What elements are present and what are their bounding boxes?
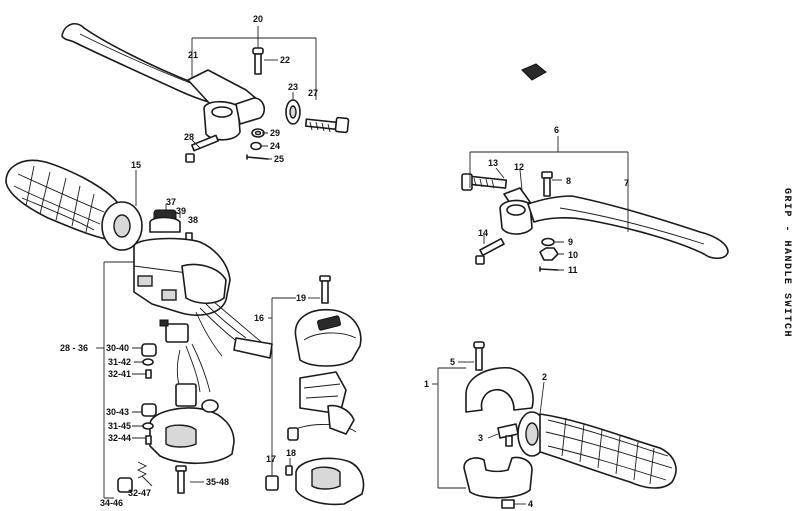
- right-grip-2: [517, 411, 677, 489]
- center-switch-assembly: [265, 275, 365, 506]
- label-35-48: 35-48: [206, 477, 229, 487]
- brake-lever-group: [461, 63, 729, 272]
- pivot-bolt-14: [475, 237, 505, 265]
- label-13: 13: [488, 158, 498, 168]
- left-switch-leader-lines: [96, 204, 204, 499]
- label-12: 12: [514, 162, 524, 172]
- screw-11: [539, 266, 559, 272]
- label-32-41: 32-41: [108, 369, 131, 379]
- pin-18: [285, 465, 293, 476]
- nut-10: [539, 247, 559, 261]
- label-8: 8: [566, 176, 571, 186]
- label-39: 39: [176, 206, 186, 216]
- label-22: 22: [280, 55, 290, 65]
- label-18: 18: [286, 448, 296, 458]
- label-19: 19: [296, 293, 306, 303]
- label-1: 1: [424, 379, 429, 389]
- left-handle-switch: [117, 209, 273, 494]
- label-27: 27: [308, 88, 318, 98]
- page-title: GRIP - HANDLE SWITCH: [781, 188, 792, 339]
- label-3: 3: [478, 433, 483, 443]
- label-32-47: 32-47: [128, 488, 151, 498]
- label-10: 10: [568, 250, 578, 260]
- label-37: 37: [166, 197, 176, 207]
- cable-end-3: [497, 423, 519, 447]
- label-30-43: 30-43: [106, 407, 129, 417]
- label-32-44: 32-44: [108, 433, 131, 443]
- throttle-housing: [463, 341, 534, 509]
- adjuster-bolt-27: [304, 116, 350, 134]
- label-38: 38: [188, 215, 198, 225]
- screw-32-44: [145, 435, 152, 445]
- switch-17: [265, 475, 279, 491]
- screw-35-48: [175, 465, 187, 494]
- label-29: 29: [270, 128, 280, 138]
- button-37: [149, 209, 181, 233]
- washer-9: [541, 237, 555, 247]
- lever-bolt-22: [252, 47, 264, 75]
- label-17: 17: [266, 454, 276, 464]
- left-grip-15: [5, 159, 143, 251]
- label-21: 21: [188, 50, 198, 60]
- label-31-42: 31-42: [108, 357, 131, 367]
- label-5: 5: [450, 357, 455, 367]
- label-11: 11: [568, 265, 578, 275]
- plug-34-46: [117, 477, 133, 493]
- bolt-8: [541, 171, 553, 197]
- brake-leader-lines: [469, 136, 629, 271]
- label-31-45: 31-45: [108, 421, 131, 431]
- label-6: 6: [554, 125, 559, 135]
- knob-30-40: [141, 343, 157, 357]
- label-25: 25: [274, 154, 284, 164]
- throttle-leader-lines: [432, 361, 545, 505]
- adjuster-13: [461, 173, 508, 191]
- dust-cover-23: [285, 99, 301, 125]
- clutch-lever-group: [61, 23, 350, 163]
- screw-25: [246, 154, 269, 160]
- label-2: 2: [542, 372, 547, 382]
- label-24: 24: [270, 141, 280, 151]
- part-number-labels: 20 21 22 23 27 28 29 24 25 15 37 39 38 2…: [60, 14, 629, 509]
- label-28-36: 28 - 36: [60, 343, 88, 353]
- label-4: 4: [528, 499, 533, 509]
- arrow-indicator: [521, 63, 547, 81]
- center-switch-leader-lines: [268, 297, 320, 476]
- clutch-leader-lines: [191, 26, 317, 160]
- screw-5: [473, 341, 485, 371]
- knob-30-43: [141, 403, 157, 417]
- washer-31-42: [142, 358, 154, 366]
- label-7: 7: [624, 178, 629, 188]
- label-23: 23: [288, 82, 298, 92]
- label-15: 15: [131, 160, 141, 170]
- label-16: 16: [254, 313, 264, 323]
- label-9: 9: [568, 237, 573, 247]
- washer-31-45: [142, 422, 154, 430]
- washer-24: [250, 141, 262, 151]
- screw-19: [319, 275, 331, 304]
- label-20: 20: [253, 14, 263, 24]
- label-28: 28: [184, 132, 194, 142]
- label-14: 14: [478, 228, 488, 238]
- spring-32-47: [136, 461, 148, 479]
- label-34-46: 34-46: [100, 498, 123, 508]
- screw-32-41: [145, 369, 152, 379]
- label-30-40: 30-40: [106, 343, 129, 353]
- screw-4: [501, 499, 515, 509]
